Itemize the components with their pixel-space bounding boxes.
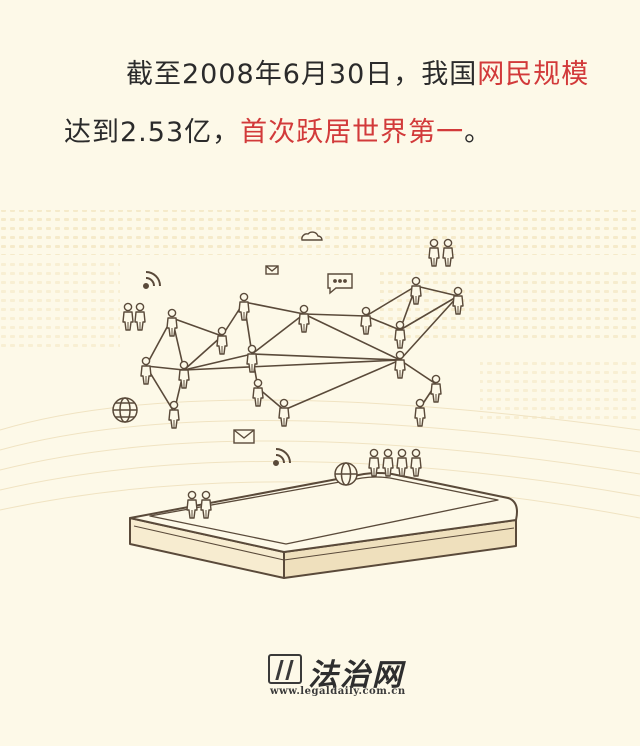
cloud-icon (301, 231, 323, 241)
person-nodes (122, 238, 464, 429)
headline-line-1: 截至2008年6月30日，我国网民规模 (126, 46, 589, 104)
logo-url: www.legaldaily.com.cn (270, 686, 406, 697)
headline-line-2-highlight: 首次跃居世界第一 (240, 117, 465, 148)
network-lines (145, 285, 459, 413)
mail-icon (265, 265, 279, 275)
wifi-icon (143, 271, 161, 289)
wifi-icon (273, 448, 291, 466)
headline-line-1-text: 截至2008年6月30日，我国 (126, 59, 478, 90)
logo-mark-icon (268, 654, 302, 684)
headline-line-1-highlight: 网民规模 (477, 59, 590, 90)
logo-name: 法治网 (308, 658, 404, 693)
globe-icon (112, 397, 138, 423)
smartphone (129, 472, 518, 579)
chat-icon (327, 273, 353, 295)
headline-line-2-suffix: 。 (464, 117, 493, 148)
mail-icon (233, 429, 255, 444)
globe-icon (334, 462, 358, 486)
headline-line-2: 达到2.53亿，首次跃居世界第一。 (64, 104, 492, 162)
headline-line-2-text: 达到2.53亿， (64, 117, 241, 148)
legal-daily-logo: 法治网 www.legaldaily.com.cn (268, 648, 405, 700)
